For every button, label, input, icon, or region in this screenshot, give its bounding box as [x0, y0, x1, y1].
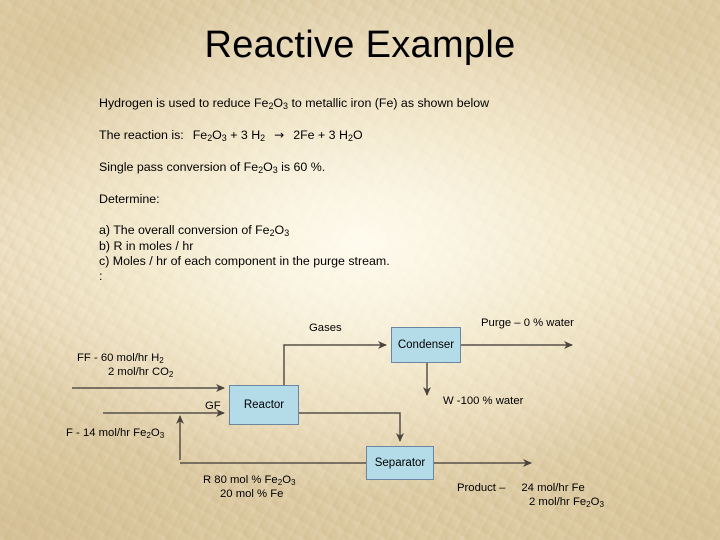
feed-ff-text-1: FF - 60 mol/hr H: [77, 352, 160, 364]
line-gases-to-condenser: [283, 341, 387, 385]
product-prefix: Product –: [457, 482, 506, 494]
determine-item-b: b) R in moles / hr: [99, 239, 194, 253]
page-title: Reactive Example: [204, 24, 516, 66]
label-gf: GF: [205, 400, 221, 412]
reaction-fe: Fe: [192, 128, 208, 142]
intro-sub-2: 2: [268, 101, 274, 112]
unit-condenser[interactable]: Condenser: [391, 327, 461, 363]
feed-ff-sub-2: 2: [168, 369, 174, 379]
label-feed-f: F - 14 mol/hr Fe2O3: [66, 427, 164, 441]
product-sub-2: 2: [586, 499, 591, 509]
intro-text-a: Hydrogen is used to reduce Fe: [99, 96, 269, 110]
conversion-text-a: Single pass conversion of Fe: [99, 160, 259, 174]
determine-item-a: a) The overall conversion of Fe2O3: [99, 223, 619, 239]
product-text-1: 24 mol/hr Fe: [521, 482, 585, 494]
item-a-o: O: [274, 223, 285, 237]
conversion-o: O: [263, 160, 273, 174]
label-water: W -100 % water: [443, 395, 524, 407]
item-a-sub-3: 3: [284, 228, 290, 239]
body-text-block: Hydrogen is used to reduce Fe2O3 to meta…: [99, 96, 619, 284]
recycle-sub-2: 2: [277, 478, 283, 488]
feed-ff-sub-1: 2: [159, 356, 164, 366]
label-gases: Gases: [309, 322, 342, 334]
intro-text-e: to metallic iron (Fe) as shown below: [288, 96, 490, 110]
label-product: Product – 24 mol/hr Fe 2 mol/hr Fe2O3: [457, 482, 604, 509]
determine-heading: Determine:: [99, 192, 160, 206]
item-a-text: a) The overall conversion of Fe: [99, 223, 270, 237]
feed-ff-text-2: 2 mol/hr CO: [108, 365, 169, 378]
recycle-sub-3: 3: [291, 478, 296, 488]
reaction-products-o: O: [352, 128, 363, 142]
reaction-plus-h: + 3 H: [226, 128, 261, 142]
feed-f-sub-2: 2: [146, 431, 151, 441]
unit-reactor[interactable]: Reactor: [229, 385, 299, 425]
item-a-sub-2: 2: [269, 228, 275, 239]
unit-separator-label: Separator: [374, 457, 426, 469]
conversion-sub-3: 3: [272, 165, 278, 176]
reaction-fe-sub: 2: [207, 133, 213, 144]
label-product-line1: Product – 24 mol/hr Fe: [457, 482, 604, 496]
feed-f-o: O: [150, 427, 160, 439]
unit-separator[interactable]: Separator: [366, 446, 434, 480]
line-reactor-to-separator: [299, 412, 404, 442]
reaction-arrow-icon: →: [274, 128, 285, 142]
reaction-prefix: The reaction is:: [99, 128, 184, 142]
process-flow-diagram: Reactor Condenser Separator Gases Purge …: [0, 300, 720, 540]
conversion-paragraph: Single pass conversion of Fe2O3 is 60 %.: [99, 160, 619, 175]
conversion-text-b: is 60 %.: [277, 160, 326, 174]
product-o: O: [590, 495, 600, 508]
conversion-sub-2: 2: [258, 165, 264, 176]
feed-f-text: F - 14 mol/hr Fe: [66, 427, 147, 439]
reaction-products-sub: 2: [347, 133, 353, 144]
reaction-paragraph: The reaction is:Fe2O3 + 3 H2→2Fe + 3 H2O: [99, 128, 619, 143]
label-recycle-line1: R 80 mol % Fe2O3: [203, 474, 296, 488]
intro-sub-3: 3: [283, 101, 289, 112]
intro-paragraph: Hydrogen is used to reduce Fe2O3 to meta…: [99, 96, 619, 111]
label-feed-ff: FF - 60 mol/hr H2 2 mol/hr CO2: [77, 352, 173, 379]
feed-f-sub-3: 3: [159, 431, 165, 441]
recycle-o: O: [282, 474, 292, 486]
label-recycle-line2: 20 mol % Fe: [220, 487, 284, 500]
product-text-2: 2 mol/hr Fe: [529, 495, 587, 508]
flow-lines: [72, 341, 573, 467]
label-feed-ff-line2: 2 mol/hr CO2: [77, 366, 173, 380]
unit-condenser-label: Condenser: [397, 339, 455, 351]
reaction-o: O: [212, 128, 222, 142]
unit-reactor-label: Reactor: [243, 399, 285, 411]
reaction-h-sub: 2: [260, 133, 266, 144]
determine-item-c: c) Moles / hr of each component in the p…: [99, 254, 390, 268]
recycle-text-1: R 80 mol % Fe: [203, 474, 278, 486]
determine-trailing-colon: :: [99, 269, 103, 283]
label-recycle: R 80 mol % Fe2O3 20 mol % Fe: [203, 474, 296, 501]
label-product-line2: 2 mol/hr Fe2O3: [457, 496, 604, 510]
product-sub-3: 3: [599, 499, 604, 509]
reaction-o-sub: 3: [221, 133, 227, 144]
intro-text-o: O: [273, 96, 284, 110]
label-purge: Purge – 0 % water: [481, 317, 574, 329]
label-feed-ff-line1: FF - 60 mol/hr H2: [77, 352, 173, 366]
reaction-products: 2Fe + 3 H: [293, 128, 348, 142]
